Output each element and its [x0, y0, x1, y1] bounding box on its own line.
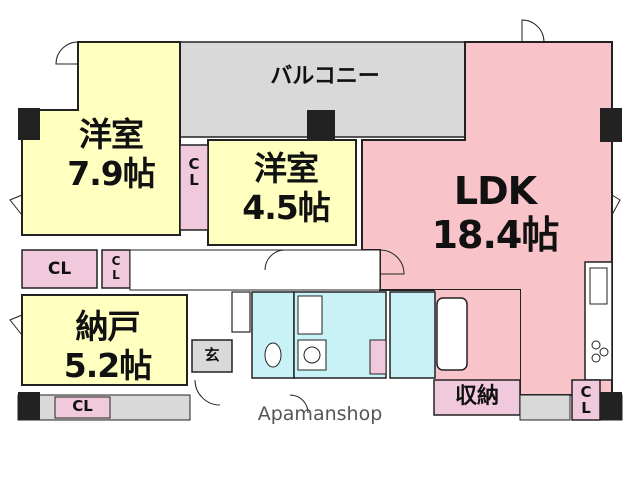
- door-swing: [194, 379, 221, 406]
- closet-b-area: [21, 249, 98, 289]
- ldk-label: LDK 18.4帖: [420, 172, 570, 254]
- washer-space: [297, 295, 323, 335]
- entrance-area: [191, 339, 233, 373]
- stove-burner: [599, 347, 609, 357]
- room-size: 4.5帖: [242, 188, 330, 227]
- kitchen-sink: [589, 267, 608, 305]
- room-size: 18.4帖: [431, 213, 560, 257]
- door-swing: [55, 41, 79, 65]
- storage-room-area: [21, 294, 188, 386]
- stove-burner: [591, 353, 601, 363]
- shoe-cabinet: [231, 291, 251, 333]
- closet-c-label: C L: [111, 254, 121, 282]
- room-name: LDK: [453, 169, 537, 213]
- bottom-strip-right: [519, 394, 571, 421]
- entrance-label: 玄: [204, 346, 220, 364]
- door-swing: [264, 249, 286, 271]
- bathroom-area: [389, 291, 436, 379]
- room-size: 5.2帖: [63, 346, 152, 385]
- room-name: 納戸: [75, 307, 141, 346]
- closet-c-area: [101, 249, 131, 289]
- wall-column: [18, 108, 40, 140]
- wall-column: [600, 392, 622, 420]
- storage-area: [433, 379, 521, 416]
- window-mark: [611, 194, 621, 216]
- closet-e-label: C L: [580, 383, 592, 417]
- bath-storage: [369, 339, 387, 375]
- door-swing: [289, 394, 309, 414]
- storage-room-label: 納戸 5.2帖: [50, 310, 165, 382]
- balcony-label: バルコニー: [270, 64, 380, 89]
- door-swing: [379, 249, 405, 275]
- washbasin-bowl: [303, 346, 321, 364]
- washbasin: [297, 339, 327, 371]
- wall-column: [600, 108, 622, 142]
- western-room-a-label: 洋室 7.9帖: [56, 118, 166, 190]
- storage-label: 収納: [454, 384, 499, 409]
- stove-burner: [591, 340, 601, 350]
- window-mark: [9, 314, 23, 337]
- closet-e-area: [571, 379, 601, 421]
- room-name: 洋室: [79, 115, 144, 154]
- toilet-bowl: [264, 342, 282, 368]
- wall-column: [307, 110, 335, 140]
- closet-a-label: C L: [188, 155, 200, 189]
- wall-column: [18, 392, 40, 420]
- closet-a-area: [179, 144, 209, 231]
- western-room-b-label: 洋室 4.5帖: [226, 152, 346, 224]
- western-room-a-area: [21, 41, 181, 236]
- closet-d-label: CL: [72, 397, 93, 415]
- room-name: 洋室: [254, 149, 319, 188]
- bathtub: [436, 297, 468, 371]
- closet-b-label: CL: [47, 259, 72, 279]
- door-swing: [521, 19, 545, 43]
- watermark: Apamanshop: [257, 403, 383, 425]
- hallway-area: [129, 249, 381, 291]
- closet-d-area: [54, 396, 111, 419]
- window-mark: [9, 194, 23, 217]
- room-size: 7.9帖: [67, 154, 155, 193]
